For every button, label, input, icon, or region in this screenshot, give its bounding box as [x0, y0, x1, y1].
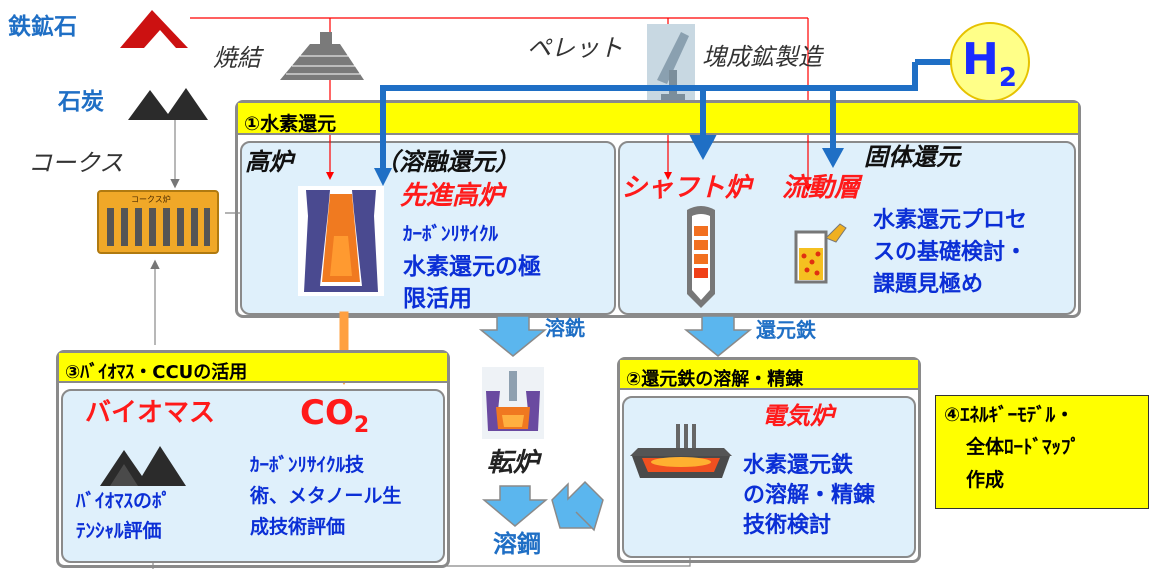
lump-ore-label: 塊成鉱製造 [702, 43, 822, 71]
hydrogen-subscript: 2 [998, 63, 1017, 93]
fluid-bed-label: 流動層 [782, 173, 861, 203]
converter-icon [482, 367, 544, 439]
energy-line2: 全体ﾛｰﾄﾞﾏｯﾌﾟ [966, 436, 1081, 458]
shaft-furnace-icon [687, 206, 715, 308]
iron-ore-icon [120, 10, 188, 48]
energy-line1: ④ｴﾈﾙｷﾞｰﾓﾃﾞﾙ・ [944, 404, 1075, 426]
co2-subscript: 2 [353, 413, 370, 438]
h2-use-line1: 水素還元の極 [403, 254, 541, 280]
coke-oven-icon: コークス炉 [97, 190, 219, 254]
solid-reduction-label: 固体還元 [864, 143, 960, 171]
basic-study-line1: 水素還元プロセ [873, 208, 1028, 233]
basic-study-line3: 課題見極め [873, 272, 984, 297]
sinter-label: 焼結 [213, 44, 261, 72]
eaf-label: 電気炉 [762, 402, 834, 430]
panel2-title: ②還元鉄の溶解・精錬 [620, 360, 918, 390]
pellet-machine-icon [647, 24, 695, 102]
ccu-line2: 術、メタノール生 [250, 485, 402, 507]
shaft-furnace-label: シャフト炉 [621, 173, 752, 203]
biomass-label: バイオマス [85, 398, 216, 428]
advanced-bf-label: 先進高炉 [400, 181, 505, 211]
coal-label: 石炭 [58, 89, 104, 115]
panel-energy-model: ④ｴﾈﾙｷﾞｰﾓﾃﾞﾙ・ 全体ﾛｰﾄﾞﾏｯﾌﾟ 作成 [935, 395, 1149, 509]
iron-ore-label: 鉄鉱石 [8, 14, 77, 40]
blast-furnace-label: 高炉 [245, 148, 293, 176]
carbon-recycle-label: ｶｰﾎﾞﾝﾘｻｲｸﾙ [403, 223, 499, 245]
reduced-iron-label: 還元鉄 [756, 318, 816, 342]
hydrogen-label: H [962, 34, 999, 85]
eaf-line2: の溶解・精錬 [743, 483, 876, 508]
blast-furnace-icon [298, 186, 384, 296]
panel3-title: ③ﾊﾞｲｵﾏｽ・CCUの活用 [59, 353, 447, 383]
bio-potential-line1: ﾊﾞｲｵﾏｽのﾎﾟ [76, 490, 172, 512]
eaf-line3: 技術検討 [743, 513, 832, 538]
coke-oven-label: コークス炉 [131, 195, 171, 204]
biomass-icon [100, 446, 186, 486]
coal-icon [128, 88, 208, 120]
sinter-machine-icon [280, 32, 364, 80]
hot-metal-label: 溶銑 [545, 316, 585, 340]
energy-line3: 作成 [966, 469, 1005, 491]
coke-label: コークス [28, 149, 124, 177]
h2-use-line2: 限活用 [403, 286, 472, 312]
smelting-label: （溶融還元） [375, 148, 519, 176]
converter-label: 転炉 [487, 448, 540, 478]
basic-study-line2: スの基礎検討・ [873, 240, 1028, 265]
pellet-label: ペレット [527, 34, 623, 62]
eaf-line1: 水素還元鉄 [743, 453, 854, 478]
fluid-bed-icon [794, 223, 847, 284]
ccu-line1: ｶｰﾎﾞﾝﾘｻｲｸﾙ技 [250, 454, 365, 476]
co2-label: CO [300, 393, 354, 433]
ccu-line3: 成技術評価 [250, 516, 346, 538]
steel-label: 溶鋼 [493, 530, 541, 558]
co2-label-group: CO2 [300, 393, 369, 437]
bio-potential-line2: ﾃﾝｼｬﾙ評価 [76, 520, 162, 542]
panel1-title: ①水素還元 [238, 103, 1078, 135]
electric-furnace-icon [630, 424, 732, 478]
hydrogen-circle: H2 [950, 22, 1030, 102]
